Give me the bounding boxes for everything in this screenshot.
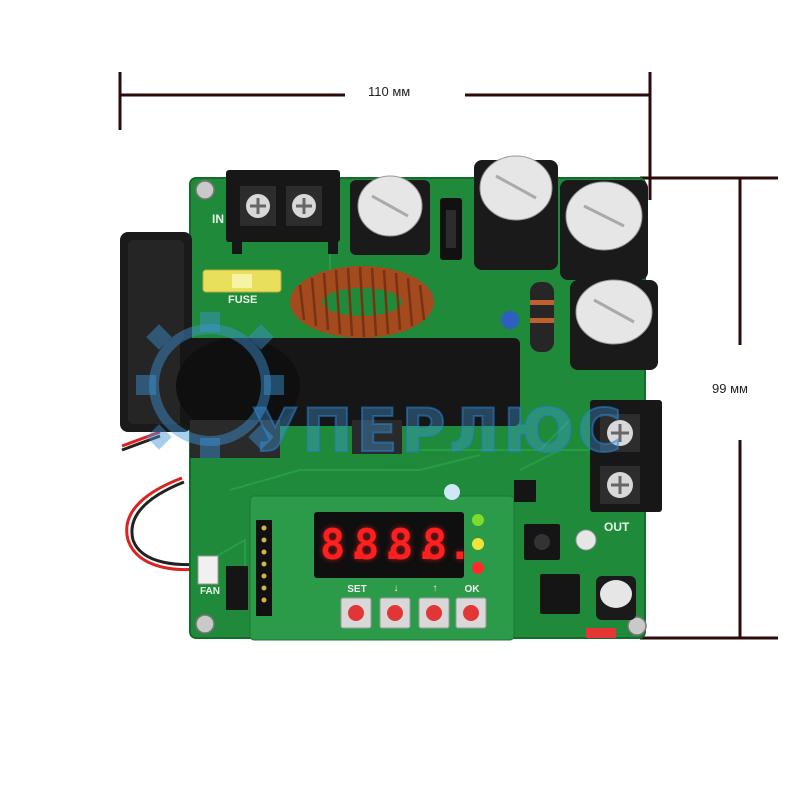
- fan-label: FAN: [200, 586, 220, 597]
- capacitor-c5: [596, 576, 636, 620]
- width-dimension-label: 110 мм: [368, 84, 411, 99]
- display-digit-3: 8.: [388, 520, 439, 569]
- ok-button-label: OK: [464, 584, 480, 595]
- capacitor-c3: [560, 180, 648, 280]
- out-led: [472, 562, 484, 574]
- input-label: IN: [212, 212, 224, 226]
- arrow-up-icon: ↑: [432, 583, 438, 594]
- capacitor-c4: [570, 279, 658, 370]
- height-dimension-lines: [640, 176, 778, 640]
- v-led: [472, 514, 484, 526]
- watermark-gear-icon: [149, 324, 271, 446]
- fan-wire: [125, 476, 206, 572]
- display-digits: 8. 8. 8. 8.: [320, 520, 473, 570]
- button-up[interactable]: [418, 597, 450, 629]
- a-led: [472, 538, 484, 550]
- fuse-label: FUSE: [228, 294, 258, 306]
- seven-segment-display: [314, 512, 464, 578]
- display-digit-2: 8.: [354, 520, 405, 569]
- capacitor-c1: [350, 175, 430, 255]
- pin-header: [256, 520, 272, 616]
- height-dimension-label: 99 мм: [712, 381, 748, 396]
- toroid-inductor: [290, 266, 434, 338]
- button-down[interactable]: [379, 597, 411, 629]
- button-ok[interactable]: [455, 597, 487, 629]
- watermark-text: УПЕРЛЮС: [251, 395, 626, 467]
- arrow-down-icon: ↓: [393, 583, 399, 594]
- button-set[interactable]: [340, 597, 372, 629]
- set-button-label: SET: [347, 584, 367, 595]
- display-digit-4: 8.: [422, 520, 473, 569]
- fan-connector: [197, 555, 219, 585]
- output-label: OUT: [604, 520, 630, 534]
- diode: [530, 282, 554, 352]
- blue-capacitor: [501, 311, 519, 329]
- display-digit-1: 8.: [320, 520, 371, 569]
- capacitor-c2: [474, 155, 558, 270]
- output-terminal: [590, 400, 662, 512]
- input-terminal: [226, 170, 340, 254]
